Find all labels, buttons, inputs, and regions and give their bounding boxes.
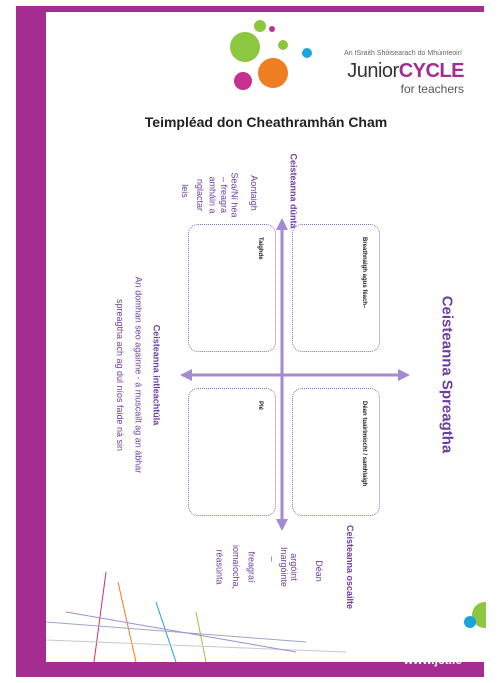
decor-dot-orange (258, 58, 288, 88)
decor-dot-blue (302, 48, 312, 58)
brand-logo: JuniorCYCLE (347, 60, 464, 83)
page-frame: An tSraith Shóisearach do Mhúinteoirí Ju… (16, 6, 486, 677)
axis-bottom-line-1: Déan (313, 560, 324, 582)
axis-bottom-line-2: argóint (288, 553, 299, 581)
quadrant-bottom-right: Déan tuairimíocht / samhlaigh (292, 388, 380, 516)
axis-top-heading: Ceisteanna dúnta (288, 153, 299, 229)
axis-top-line-6: leis (179, 184, 190, 198)
axis-top-line-3: – freagra (219, 176, 230, 214)
axis-bottom-label: Ceisteanna oscailte Déan argóint Inargói… (196, 525, 356, 612)
quadrant-axes (46, 218, 410, 662)
brand-series-name: An tSraith Shóisearach do Mhúinteoirí (344, 50, 462, 57)
decor-dot-pink-small (269, 26, 275, 32)
quadrant-label-top-right: Breathnaigh agus féach– (361, 237, 367, 309)
axis-top-line-2: Sea/Ní hea (229, 172, 240, 218)
quadrant-label-bottom-right: Déan tuairimíocht / samhlaigh (361, 401, 367, 487)
axis-top-line-1: Aontaigh (248, 175, 259, 211)
decor-dot-green-large (230, 32, 260, 62)
quadrant-label-bottom-left: Plé (257, 401, 263, 411)
brand-subtitle: for teachers (400, 82, 464, 96)
page-title: Teimpléad don Cheathramhán Cham (144, 114, 388, 130)
axis-bottom-line-4: – (267, 556, 278, 562)
footer-url: www.jct.ie (403, 653, 462, 667)
quadrant-top-right: Breathnaigh agus féach– (292, 224, 380, 352)
quadrant-top-left: Taighde (188, 224, 276, 352)
decor-dot-blue-corner (464, 616, 476, 628)
axis-left-line-1: An domhan seo againne - á muscailt ag an… (133, 276, 144, 474)
quadrant-label-top-left: Taighde (257, 237, 263, 260)
axis-top-label: Ceisteanna dúnta Aontaigh Sea/Ní hea – f… (180, 153, 316, 228)
decor-dot-pink-large (234, 72, 252, 90)
axis-bottom-line-6: iomaíocha, (231, 544, 242, 590)
axis-bottom-line-3: Inargóinte (279, 546, 290, 588)
axis-top-line-4: amháin a (207, 176, 218, 214)
axis-bottom-line-5: freagraí (246, 551, 257, 583)
axis-top-line-5: nglactar (195, 178, 206, 212)
quadrant-bottom-left: Plé (188, 388, 276, 516)
axis-bottom-heading: Ceisteanna oscailte (345, 524, 356, 610)
axis-left-line-2: spreagtha ach ag dul níos faide ná sin (115, 298, 126, 452)
axis-right-heading: Ceisteanna Spreagtha (438, 295, 456, 454)
decor-dot-green-small (254, 20, 266, 32)
template-sheet: An tSraith Shóisearach do Mhúinteoirí Ju… (46, 12, 486, 662)
brand-cycle: CYCLE (398, 60, 465, 82)
axis-left-heading: Ceisteanna intleachtúla (151, 324, 162, 426)
axis-bottom-line-7: réasúnta (214, 549, 225, 585)
brand-junior: Junior (347, 60, 399, 82)
decor-dot-green-mid (278, 40, 288, 50)
